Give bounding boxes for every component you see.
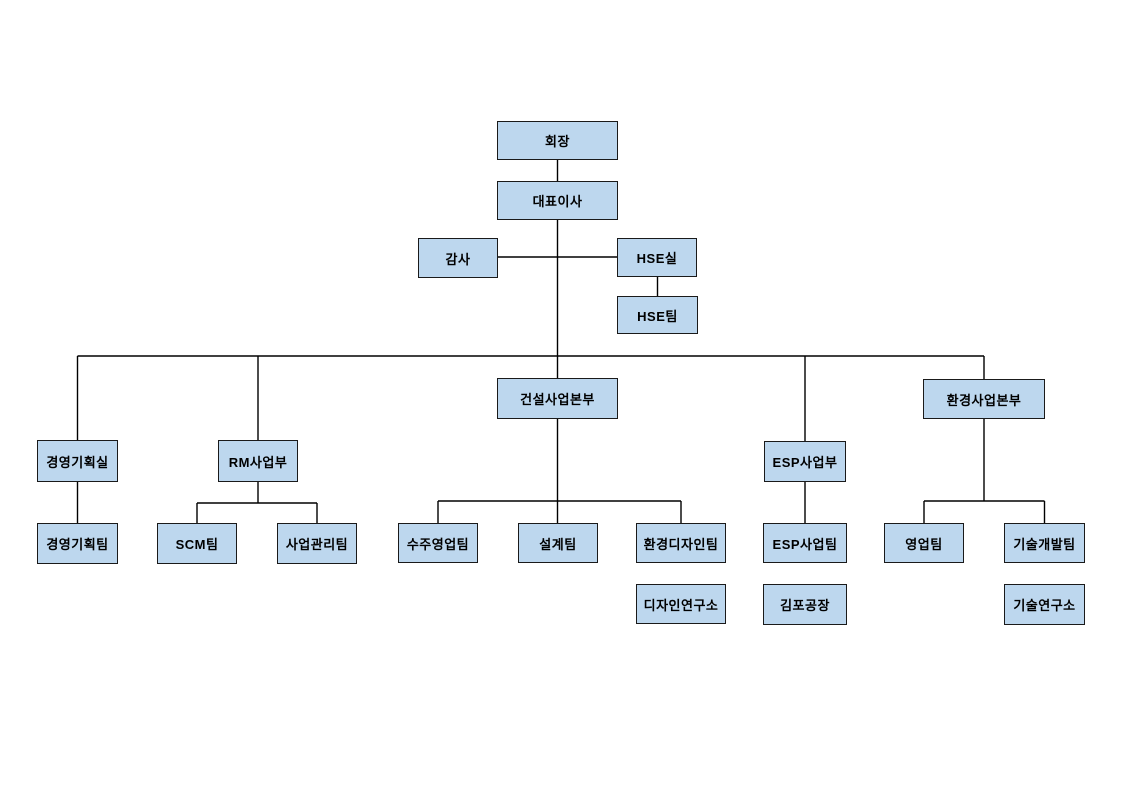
org-node-construction-hq: 건설사업본부 <box>497 378 618 419</box>
org-node-audit: 감사 <box>418 238 498 278</box>
org-node-tech-institute: 기술연구소 <box>1004 584 1085 625</box>
org-node-hse-team: HSE팀 <box>617 296 698 334</box>
org-node-env-hq: 환경사업본부 <box>923 379 1045 419</box>
org-node-esp-division: ESP사업부 <box>764 441 846 482</box>
org-node-tech-dev-team: 기술개발팀 <box>1004 523 1085 563</box>
org-node-biz-mgmt-team: 사업관리팀 <box>277 523 357 564</box>
org-node-order-sales-team: 수주영업팀 <box>398 523 478 563</box>
org-node-gimpo-factory: 김포공장 <box>763 584 847 625</box>
org-node-esp-team: ESP사업팀 <box>763 523 847 563</box>
org-node-rm-division: RM사업부 <box>218 440 298 482</box>
org-node-design-team: 설계팀 <box>518 523 598 563</box>
org-node-design-institute: 디자인연구소 <box>636 584 726 624</box>
org-node-scm-team: SCM팀 <box>157 523 237 564</box>
org-node-mgmt-planning-team: 경영기획팀 <box>37 523 118 564</box>
org-node-sales-team: 영업팀 <box>884 523 964 563</box>
org-node-env-design-team: 환경디자인팀 <box>636 523 726 563</box>
org-node-ceo: 대표이사 <box>497 181 618 220</box>
org-node-mgmt-planning-office: 경영기획실 <box>37 440 118 482</box>
org-node-chairman: 회장 <box>497 121 618 160</box>
org-node-hse-office: HSE실 <box>617 238 697 277</box>
